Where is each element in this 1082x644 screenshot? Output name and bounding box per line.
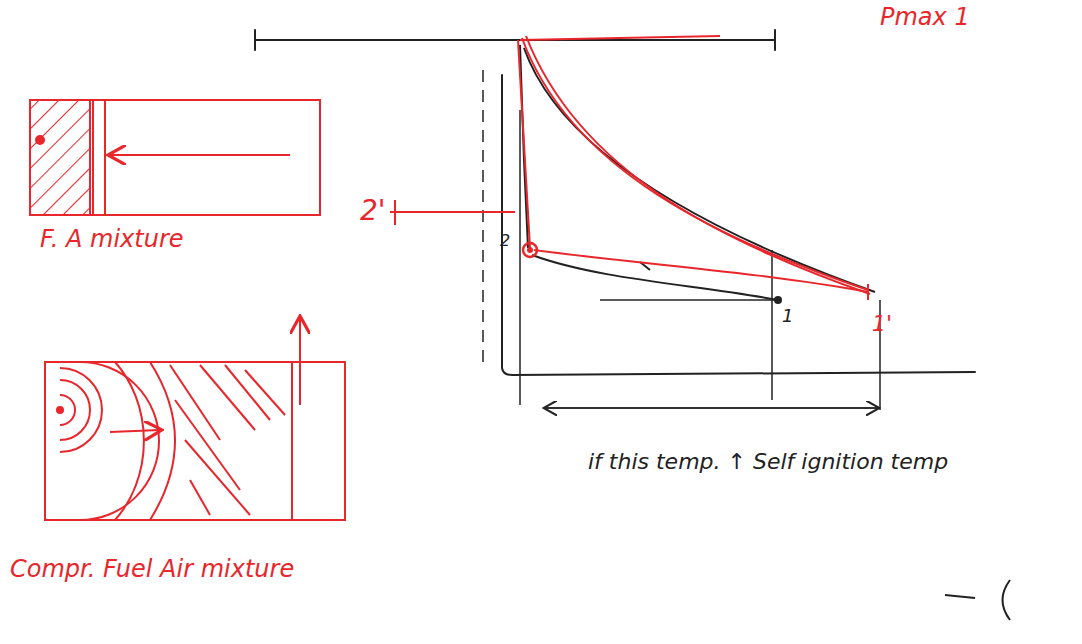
state-point-label: 2' [360,196,386,227]
state-point-label: 2 [500,232,510,250]
mixture-label: F. A mixture [40,226,184,252]
state-point-label: 1' [872,312,892,336]
note-text: if this temp. ↑ Self ignition temp [588,450,948,474]
mixture-label: Compr. Fuel Air mixture [10,556,294,582]
state-point-label: 1 [782,306,793,326]
pressure-label: Pmax 1 [880,4,970,30]
